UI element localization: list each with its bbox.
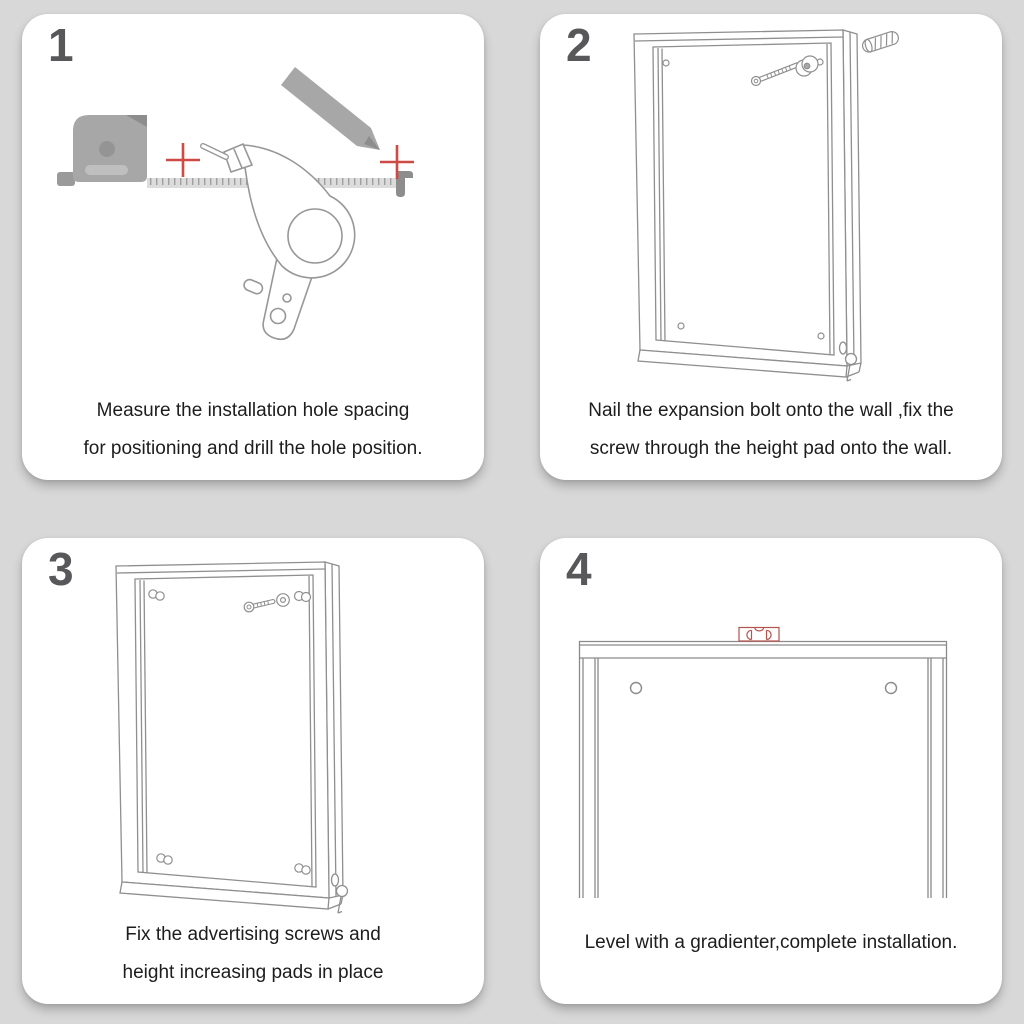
caption-line-1: Measure the installation hole spacing (96, 400, 410, 421)
height-pad-icon (293, 590, 312, 603)
frame-back-icon (115, 561, 344, 910)
caption-line-2: height increasing pads in place (122, 962, 384, 983)
step-caption: Fix the advertising screws and height in… (32, 916, 474, 992)
tape-hook-icon (396, 171, 413, 197)
step-caption: Measure the installation hole spacing fo… (32, 392, 474, 468)
step-caption: Level with a gradienter,complete install… (550, 924, 992, 962)
caption-line-1: Level with a gradienter,complete install… (584, 932, 958, 953)
drill-mark-left-icon (166, 143, 200, 177)
tape-measure-icon (57, 115, 147, 186)
drill-icon (200, 142, 356, 341)
lock-key-icon (330, 873, 349, 914)
frame-front-icon (578, 640, 948, 898)
frame-back-icon (633, 29, 862, 378)
step-number: 1 (48, 19, 74, 71)
step-number: 4 (566, 543, 592, 595)
step-1-illustration (57, 67, 414, 341)
step-caption: Nail the expansion bolt onto the wall ,f… (550, 392, 992, 468)
step-panel-2: 2 (540, 14, 1002, 480)
caption-line-2: screw through the height pad onto the wa… (589, 438, 953, 459)
marker-pen-icon (281, 67, 380, 150)
height-pad-icon (795, 55, 819, 77)
spirit-level-icon (738, 626, 780, 642)
step-panel-3: 3 (22, 538, 484, 1004)
step-panel-1: 1 (22, 14, 484, 480)
screw-icon (243, 599, 276, 613)
step-number: 2 (566, 19, 592, 71)
corner-screw-icon (148, 589, 311, 875)
step-4-illustration (578, 626, 948, 898)
drill-mark-right-icon (380, 145, 414, 179)
step-number: 3 (48, 543, 74, 595)
step-3-illustration (115, 561, 349, 914)
step-panel-4: 4 (540, 538, 1002, 1004)
caption-line-1: Nail the expansion bolt onto the wall ,f… (588, 400, 954, 421)
caption-line-1: Fix the advertising screws and (125, 924, 381, 945)
expansion-bolt-icon (861, 31, 899, 53)
washer-icon (276, 593, 290, 607)
lock-key-icon (838, 341, 858, 382)
mounting-hole-icon (629, 681, 898, 695)
screw-icon (750, 62, 800, 87)
step-2-illustration (633, 29, 899, 382)
caption-line-2: for positioning and drill the hole posit… (83, 438, 423, 459)
